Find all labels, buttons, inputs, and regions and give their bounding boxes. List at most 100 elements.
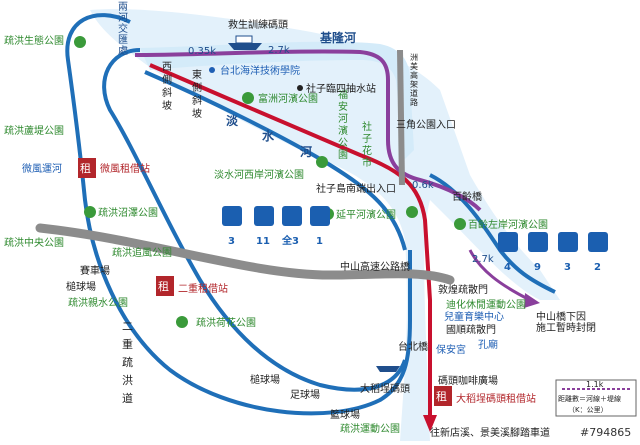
central-park-label: 疏洪中央公園 [4, 236, 64, 249]
kids-center-label: 兒童育樂中心 [444, 310, 504, 323]
rescue-pier-icon [228, 35, 262, 50]
rescue-pier-label: 救生訓練碼頭 [228, 18, 288, 31]
tamsui-river-water [90, 9, 560, 442]
location-dot [297, 85, 303, 91]
label-char: 重 [122, 337, 133, 351]
sports-park-label: 疏洪運動公園 [340, 422, 400, 435]
purple-trail-south [468, 249, 531, 302]
facility-count: 1 [316, 236, 323, 247]
label-char: 河 [338, 113, 348, 125]
location-dot [209, 67, 215, 73]
guoshun-gate-label: 國順疏散門 [446, 323, 496, 336]
label-char: 處 [118, 44, 128, 57]
label-char: 斜 [192, 94, 202, 107]
skating-icon [310, 206, 330, 226]
label-char: 濱 [338, 124, 348, 137]
outer-riverside-trail [65, 13, 412, 416]
legend-line1: 距離數＝河線＋堤線 [558, 394, 621, 403]
tree-icon [74, 36, 86, 48]
construction-note-1: 中山橋下因 [536, 310, 586, 323]
zhongshan-highway [35, 223, 455, 285]
xinzhuang-note: 往新店溪、景美溪腳踏車道 [430, 426, 550, 439]
label-char: 路 [410, 97, 418, 107]
rental-badge: 租 [78, 158, 96, 178]
facility-count: 11 [256, 236, 270, 247]
label-char: 河 [118, 12, 128, 24]
dadaocheng-rental-label: 大稻埕碼頭租借站 [456, 392, 536, 405]
svg-text:租: 租 [436, 390, 447, 403]
label-char: 園 [338, 149, 348, 161]
taibei-bridge-label: 台北橋 [398, 340, 428, 353]
label-char: 兩 [118, 1, 128, 13]
label-char: 道 [410, 88, 418, 98]
yanping-park-label: 延平河濱公園 [336, 208, 396, 221]
fuzhou-park-label: 富洲河濱公園 [258, 92, 318, 105]
dadaocheng-pier-label: 大稻埕碼頭 [360, 382, 410, 395]
label-char: 坡 [192, 107, 202, 120]
keelung-river-trail [134, 49, 482, 212]
reed-park-label: 疏洪蘆堤公園 [4, 124, 64, 137]
facility-count: 3 [564, 262, 571, 273]
facility-count: 9 [534, 262, 541, 273]
label-char: 福 [338, 88, 348, 101]
svg-text:租: 租 [158, 280, 169, 293]
weifeng-river-label: 微風運河 [22, 162, 62, 175]
facility-count: 全3 [281, 234, 299, 247]
label-char: 淡 [226, 114, 239, 128]
distance-label: 0.35k [188, 46, 216, 57]
zhuifeng-park-label: 疏洪追風公園 [112, 246, 172, 259]
bailing-park-label: 百齡左岸河濱公園 [468, 218, 548, 231]
label-char: 交 [118, 22, 128, 35]
skating-icon [588, 232, 608, 252]
label-char: 斜 [162, 86, 172, 99]
rental-2-label: 二重租借站 [178, 282, 228, 295]
rental-badge: 租 [434, 386, 452, 406]
label-char: 東 [192, 68, 202, 81]
distance-label: 2.7k [268, 45, 290, 56]
facility-count: 2 [594, 262, 601, 273]
construction-note-2: 施工暫時封閉 [536, 321, 596, 334]
distance-legend: 1.1k 距離數＝河線＋堤線 （K：公里） [555, 379, 637, 417]
label-char: 安 [338, 100, 348, 113]
legend-scale: 1.1k [586, 380, 604, 389]
badminton-icon [222, 206, 242, 226]
baseball-label-2: 槌球場 [250, 373, 280, 386]
inner-riverside-trail [102, 48, 407, 392]
label-char: 公 [338, 138, 348, 149]
basketball-icon [282, 206, 302, 226]
tamsui-river-label: 淡水河 [226, 114, 312, 159]
label-char: 架 [410, 80, 418, 89]
marsh-park-label: 疏洪沼澤公園 [98, 206, 158, 219]
label-char: 高 [410, 70, 418, 80]
label-char: 洲 [410, 53, 418, 62]
confucius-temple-label: 孔廟 [478, 338, 498, 351]
label-char: 水 [262, 128, 275, 143]
tree-icon [316, 156, 328, 168]
highway-bridge-label: 中山高速公路橋 [340, 260, 410, 273]
facility-icons-left: 3 11 全3 1 [222, 206, 330, 247]
facility-icons-right: 4 9 3 2 [498, 232, 608, 273]
basketball-label: 籃球場 [330, 408, 360, 421]
tree-icon [454, 218, 466, 230]
shezi-island-exit-label: 社子島南端出入口 [316, 182, 396, 195]
label-char: 洪 [122, 373, 133, 387]
label-char: 西 [162, 62, 172, 73]
tree-icon [176, 316, 188, 328]
label-char: 側 [162, 73, 172, 86]
lotus-park-label: 疏洪荷花公園 [196, 316, 256, 329]
label-char: 坡 [162, 99, 172, 112]
dihua-park-label: 迪化休閒運動公園 [446, 298, 526, 311]
dunhuang-gate-label: 敦煌疏散門 [438, 283, 488, 296]
cafe-square-label: 碼頭咖啡廣場 [438, 374, 498, 387]
tennis-icon [254, 206, 274, 226]
pump-station-label: 社子臨四抽水站 [306, 82, 376, 95]
rental-badge: 租 [156, 276, 174, 296]
baseball-label: 槌球場 [66, 280, 96, 293]
eco-park-label: 疏洪生態公園 [4, 34, 64, 47]
dadaocheng-pier-icon [376, 366, 400, 372]
